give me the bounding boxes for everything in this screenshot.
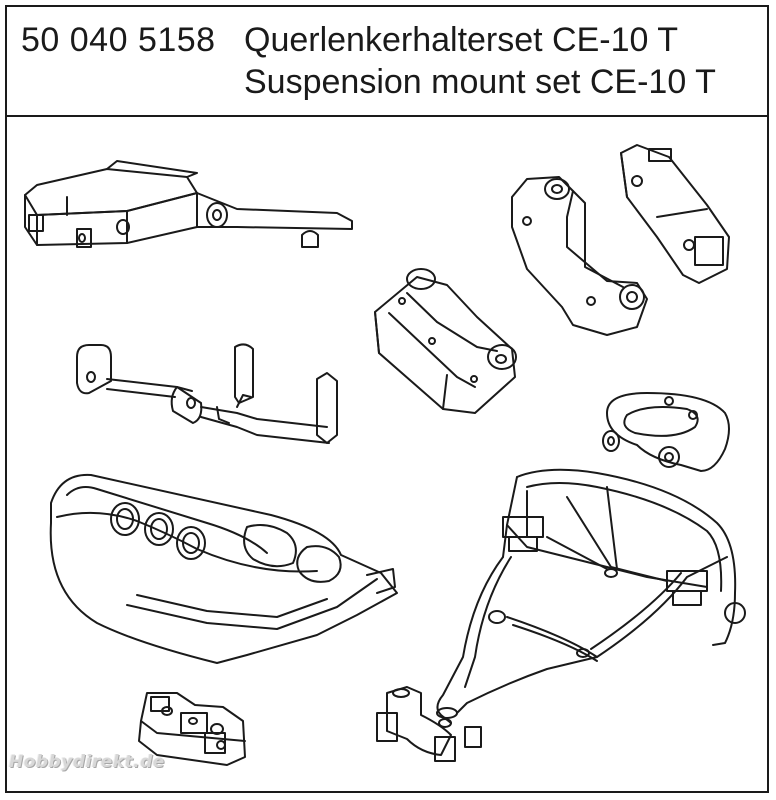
front-chassis-frame — [24, 160, 353, 248]
front-roll-bar — [76, 343, 338, 444]
suspension-mount-block — [374, 268, 517, 414]
suspension-mount-bracket — [511, 176, 648, 336]
small-mount-bracket — [138, 692, 246, 766]
suspension-mount-clamp — [620, 144, 730, 284]
header-box: 50 040 5158 Querlenkerhalterset CE-10 T … — [7, 7, 767, 117]
part-number: 50 040 5158 — [21, 21, 216, 59]
title-english: Suspension mount set CE-10 T — [244, 63, 716, 101]
shock-mount-eyelet — [602, 392, 730, 472]
front-bumper-light-bar — [49, 473, 398, 664]
rear-roll-cage-frame — [376, 468, 746, 762]
parts-drawing — [7, 117, 767, 791]
title-german: Querlenkerhalterset CE-10 T — [244, 21, 679, 59]
parts-drawing-svg — [24, 144, 746, 766]
watermark-logo: Hobbydirekt.de — [9, 752, 165, 772]
parts-sheet: 50 040 5158 Querlenkerhalterset CE-10 T … — [5, 5, 769, 793]
